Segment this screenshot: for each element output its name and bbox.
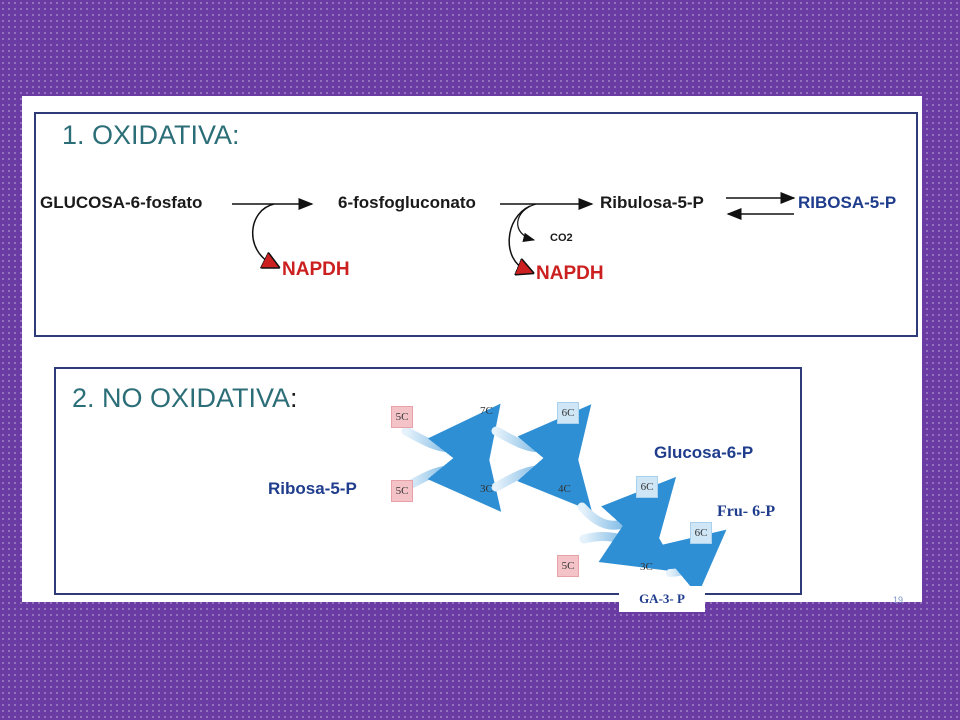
slide: 1. OXIDATIVA: GLUCOSA-6-fosfato 6-fosfog… [22, 96, 922, 602]
arrow-napdh-2 [508, 205, 530, 270]
box-5c-low: 5C [557, 555, 579, 577]
ribulosa-5-p-label: Ribulosa-5-P [600, 193, 704, 212]
glucosa-6-p-label: Glucosa-6-P [654, 443, 754, 462]
box-6c-mid: 6C [636, 476, 658, 498]
carbon-7c: 7C [480, 405, 493, 417]
oxidative-panel: 1. OXIDATIVA: GLUCOSA-6-fosfato 6-fosfog… [34, 112, 918, 337]
non-oxidative-panel: 2. NO OXIDATIVA: Ribosa-5-P Glucosa-6-P … [54, 367, 802, 596]
box-5c-bottom: 5C [391, 480, 413, 502]
carbon-3c-a: 3C [480, 483, 493, 495]
non-oxidative-heading-text: 2. NO OXIDATIVA [72, 383, 291, 413]
oxidative-arrows [232, 192, 796, 339]
fru-6-p-label: Fru- 6-P [717, 503, 776, 520]
6-fosfogluconato-label: 6-fosfogluconato [338, 193, 476, 212]
carbon-4c: 4C [558, 483, 571, 495]
glucosa-6-fosfato-label: GLUCOSA-6-fosfato [40, 193, 203, 212]
page-number: 19 [893, 595, 904, 605]
napdh-label-1: NAPDH [282, 259, 350, 280]
box-6c-top: 6C [557, 402, 579, 424]
ribosa-5-p-label: RIBOSA-5-P [798, 193, 897, 212]
oxidative-heading: 1. OXIDATIVA: [62, 120, 240, 150]
ribosa-5-p-input-label: Ribosa-5-P [268, 479, 357, 498]
box-5c-top: 5C [391, 406, 413, 428]
non-oxidative-heading: 2. NO OXIDATIVA: [72, 383, 298, 414]
arrow-co2 [517, 203, 537, 243]
ga-3-p-label: GA-3- P [619, 586, 705, 612]
non-oxidative-heading-colon: : [290, 383, 298, 413]
box-6c-low: 6C [690, 522, 712, 544]
carbon-3c-b: 3C [640, 561, 653, 573]
napdh-label-2: NAPDH [536, 263, 604, 284]
co2-label: CO2 [550, 232, 573, 244]
arrow-napdh-1 [252, 203, 274, 264]
non-oxidative-arrows [401, 403, 727, 596]
